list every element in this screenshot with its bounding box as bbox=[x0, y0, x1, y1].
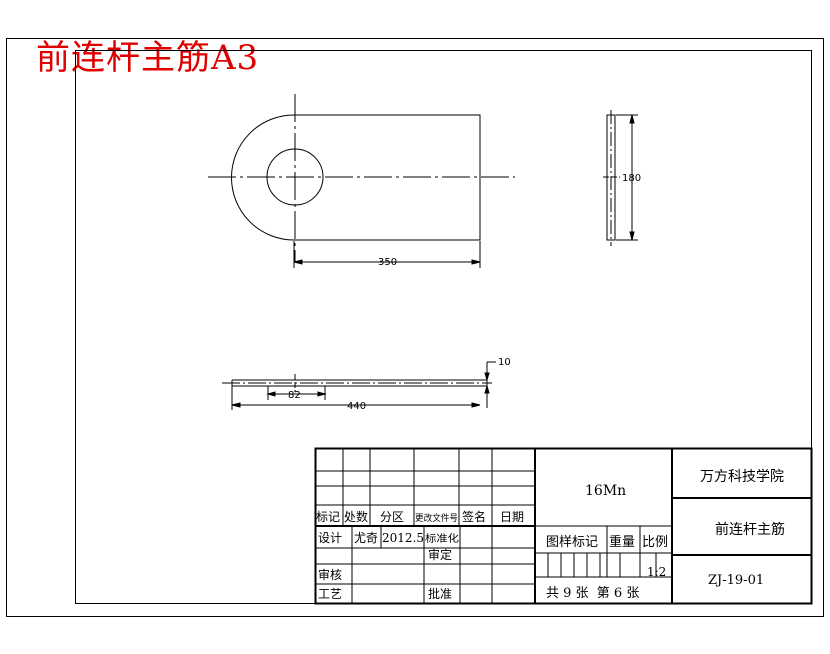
top-view bbox=[208, 94, 515, 268]
stage-mark-label: 图样标记 bbox=[546, 535, 598, 550]
row-design: 设计 bbox=[318, 531, 342, 545]
scale-value: 1:2 bbox=[647, 565, 666, 579]
dim-label-bottom-offset: 82 bbox=[288, 390, 301, 401]
row-review: 审核 bbox=[318, 567, 342, 582]
part-name-label: 前连杆主筋 bbox=[715, 521, 785, 538]
outer-border bbox=[6, 38, 824, 617]
institution-label: 万方科技学院 bbox=[700, 469, 784, 485]
row-approve-review: 审定 bbox=[428, 547, 452, 562]
header-date: 日期 bbox=[500, 510, 524, 524]
dim-label-side-height: 180 bbox=[622, 173, 641, 184]
weight-label: 重量 bbox=[609, 534, 635, 550]
header-count: 处数 bbox=[344, 509, 368, 524]
side-view bbox=[603, 110, 638, 246]
sheet-title: 前连杆主筋A3 bbox=[36, 38, 260, 78]
scale-heading: 比例 bbox=[642, 535, 668, 550]
row-designer: 尤奇 bbox=[354, 531, 378, 545]
plate-outline bbox=[231, 114, 481, 241]
drawing-number-label: ZJ-19-01 bbox=[708, 573, 764, 588]
header-mark: 标记 bbox=[316, 510, 340, 524]
dim-label-top-length: 350 bbox=[378, 257, 397, 268]
dim-label-thickness: 10 bbox=[498, 357, 511, 368]
title-block bbox=[314, 447, 813, 605]
header-zone: 分区 bbox=[380, 510, 404, 524]
header-signature: 签名 bbox=[462, 509, 486, 524]
row-standardize: 标准化 bbox=[425, 532, 459, 545]
sheet-info: 共 9 张 第 6 张 bbox=[546, 586, 639, 601]
material-label: 16Mn bbox=[585, 483, 626, 499]
row-approve: 批准 bbox=[428, 586, 452, 601]
row-design-date: 2012.5 bbox=[382, 531, 424, 545]
header-change-doc: 更改文件号 bbox=[415, 512, 458, 524]
row-process: 工艺 bbox=[318, 587, 342, 601]
dim-label-bottom-length: 440 bbox=[347, 401, 366, 412]
bottom-view bbox=[222, 361, 496, 410]
